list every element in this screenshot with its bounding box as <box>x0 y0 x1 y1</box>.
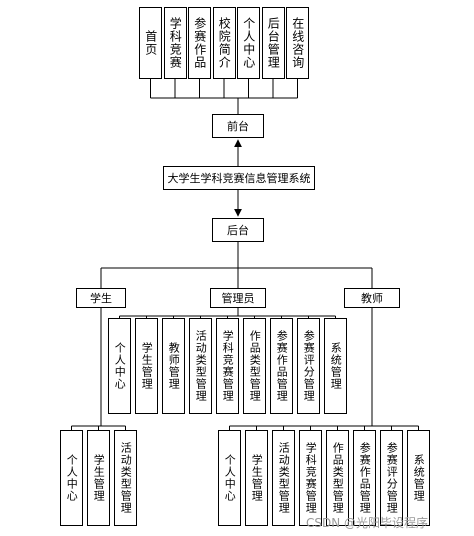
admin-module-3: 教师管理 <box>162 318 185 414</box>
admin-module-8: 参赛评分管理 <box>297 318 320 414</box>
admin-module-9: 系统管理 <box>324 318 347 414</box>
teacher-module-5: 作品类型管理 <box>326 430 349 526</box>
front-module-3: 参赛作品 <box>188 7 211 79</box>
admin-module-7: 参赛作品管理 <box>270 318 293 414</box>
admin-module-6: 作品类型管理 <box>243 318 266 414</box>
role-admin-node: 管理员 <box>210 288 266 308</box>
teacher-module-2: 学生管理 <box>245 430 268 526</box>
front-module-6: 后台管理 <box>261 7 285 79</box>
admin-module-5: 学科竞赛管理 <box>216 318 239 414</box>
back-node: 后台 <box>212 218 264 242</box>
watermark: CSDN @光阳毕设程序 <box>306 516 429 530</box>
role-teacher-node: 教师 <box>344 288 400 308</box>
teacher-module-7: 参赛评分管理 <box>380 430 403 526</box>
student-module-1: 个人中心 <box>60 430 83 526</box>
front-module-5: 个人中心 <box>237 7 260 79</box>
teacher-module-3: 活动类型管理 <box>272 430 295 526</box>
admin-module-2: 学生管理 <box>135 318 158 414</box>
front-node: 前台 <box>212 114 264 138</box>
front-module-2: 学科竞赛 <box>163 7 187 79</box>
teacher-module-8: 系统管理 <box>407 430 430 526</box>
system-node: 大学生学科竞赛信息管理系统 <box>163 166 315 190</box>
front-module-1: 首页 <box>139 7 162 79</box>
student-module-3: 活动类型管理 <box>114 430 137 526</box>
admin-module-4: 活动类型管理 <box>189 318 212 414</box>
student-module-2: 学生管理 <box>87 430 110 526</box>
teacher-module-1: 个人中心 <box>218 430 241 526</box>
front-module-7: 在线咨询 <box>286 7 309 79</box>
admin-module-1: 个人中心 <box>108 318 131 414</box>
role-student-node: 学生 <box>76 288 126 308</box>
teacher-module-6: 参赛作品管理 <box>353 430 376 526</box>
teacher-module-4: 学科竞赛管理 <box>299 430 322 526</box>
front-module-4: 校院简介 <box>212 7 236 79</box>
